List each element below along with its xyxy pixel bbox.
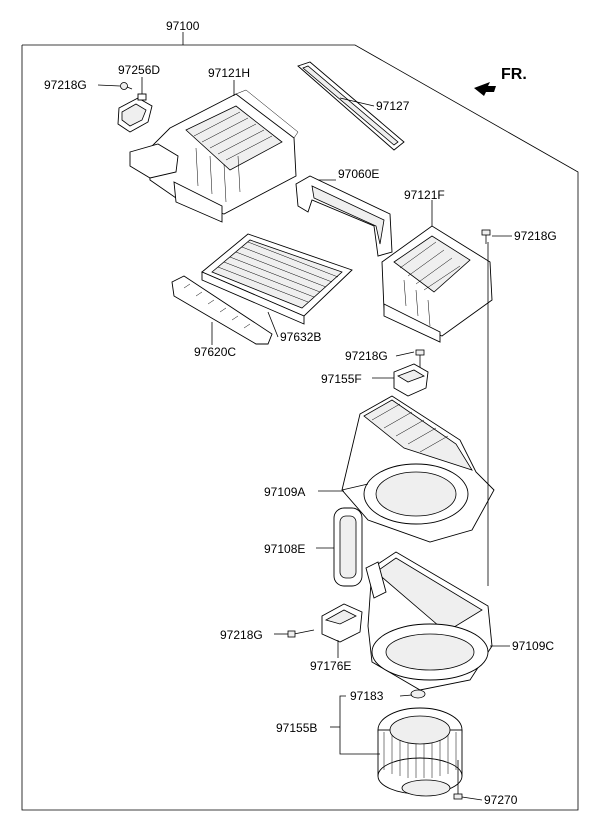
label-97155b: 97155B — [276, 721, 317, 735]
label-97218g-lower: 97218G — [220, 628, 263, 642]
intake-case-97109a-shape — [341, 395, 495, 543]
label-97218g-top: 97218G — [44, 78, 87, 92]
screw-97218g-right-shape — [481, 229, 491, 244]
label-97270: 97270 — [484, 793, 518, 807]
assembly-number: 97100 — [166, 19, 200, 33]
filter-cover-97620c-shape — [171, 275, 273, 345]
label-97218g-right: 97218G — [514, 229, 557, 243]
door-housing-97121f-shape — [381, 225, 493, 343]
label-97108e: 97108E — [264, 542, 305, 556]
label-97109a: 97109A — [264, 485, 305, 499]
seal-strip-97127-shape — [297, 61, 405, 151]
screw-97270-shape — [453, 760, 463, 800]
blower-motor-97155b-shape — [377, 707, 463, 797]
label-97620c: 97620C — [194, 345, 236, 359]
door-housing-97121h-shape — [129, 89, 299, 223]
label-97632b: 97632B — [280, 330, 321, 344]
label-97121f: 97121F — [404, 188, 445, 202]
assembly-frame — [21, 44, 579, 811]
label-97121h: 97121H — [208, 66, 250, 80]
gasket-97108e-shape — [333, 507, 363, 587]
resistor-97155f-shape — [393, 363, 429, 397]
label-97109c: 97109C — [512, 639, 554, 653]
leader-lines — [97, 77, 512, 801]
module-97176e-shape — [321, 603, 363, 643]
actuator-97256d-shape — [117, 93, 153, 133]
duct-97060e-shape — [295, 175, 393, 257]
label-97176e: 97176E — [310, 659, 351, 673]
screw-97218g-top-shape — [120, 82, 133, 90]
label-97183: 97183 — [350, 689, 384, 703]
label-97155f: 97155F — [321, 372, 362, 386]
label-97256d: 97256D — [118, 63, 160, 77]
label-97127: 97127 — [376, 99, 410, 113]
screw-97218g-lower-shape — [287, 629, 315, 638]
front-arrow-icon — [474, 82, 496, 96]
label-97218g-mid: 97218G — [345, 349, 388, 363]
screw-97218g-mid-shape — [415, 349, 425, 368]
label-97060e: 97060E — [338, 167, 379, 181]
front-label: FR. — [501, 66, 527, 83]
clip-97183-shape — [410, 689, 426, 699]
scroll-case-97109c-shape — [365, 551, 493, 691]
front-direction-indicator: FR. — [474, 66, 527, 96]
cabin-filter-97632b-shape — [201, 233, 353, 325]
